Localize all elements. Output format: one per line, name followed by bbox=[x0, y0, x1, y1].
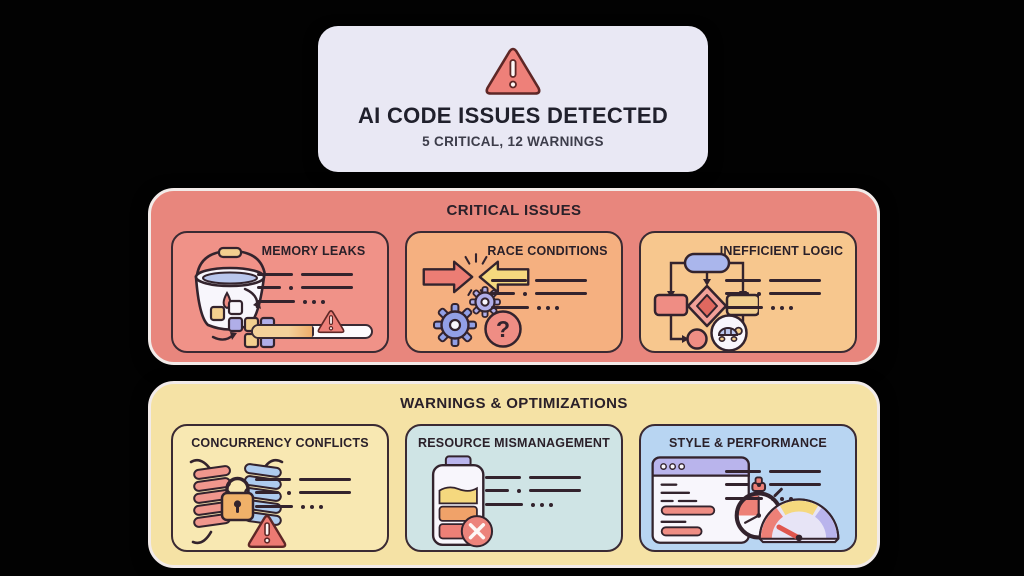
colliding-arrows-icon bbox=[422, 253, 530, 297]
large-gear-icon bbox=[433, 303, 477, 347]
speed-gauge-icon bbox=[758, 498, 840, 544]
warnings-optimizations-section: WARNINGS & OPTIMIZATIONS CONCURRENCY CON… bbox=[148, 381, 880, 568]
progress-fill bbox=[253, 326, 315, 337]
card-title: STYLE & PERFORMANCE bbox=[669, 436, 827, 450]
code-window-stopwatch-icon bbox=[651, 456, 783, 544]
warning-triangle-icon bbox=[485, 47, 541, 95]
placeholder-text-lines bbox=[491, 279, 607, 320]
warning-triangle-icon bbox=[247, 514, 287, 548]
critical-section-title: CRITICAL ISSUES bbox=[446, 202, 582, 219]
small-gear-icon bbox=[469, 286, 501, 318]
card-inefficient-logic: INEFFICIENT LOGIC bbox=[639, 231, 857, 353]
gears-question-icon: ? bbox=[433, 286, 522, 348]
svg-text:?: ? bbox=[496, 316, 510, 342]
question-circle-icon bbox=[484, 310, 522, 348]
card-title: MEMORY LEAKS bbox=[261, 244, 366, 258]
placeholder-text-lines bbox=[485, 476, 601, 517]
card-title: RESOURCE MISMANAGEMENT bbox=[418, 436, 610, 450]
placeholder-text-lines bbox=[255, 478, 371, 519]
card-resource-mismanagement: RESOURCE MISMANAGEMENT bbox=[405, 424, 623, 552]
card-race-conditions: RACE CONDITIONS bbox=[405, 231, 623, 353]
card-title: RACE CONDITIONS bbox=[487, 244, 608, 258]
alert-header-card: AI CODE ISSUES DETECTED 5 CRITICAL, 12 W… bbox=[318, 26, 708, 172]
padlock-shackle bbox=[225, 476, 250, 494]
warnings-section-title: WARNINGS & OPTIMIZATIONS bbox=[400, 395, 628, 412]
page-title: AI CODE ISSUES DETECTED bbox=[357, 103, 669, 128]
warning-triangle-icon bbox=[317, 310, 345, 334]
placeholder-text-lines bbox=[257, 273, 373, 314]
warnings-cards-row: CONCURRENCY CONFLICTS bbox=[171, 424, 857, 552]
memory-usage-progress-bar bbox=[251, 310, 373, 339]
issue-count-subtitle: 5 CRITICAL, 12 WARNINGS bbox=[422, 134, 604, 149]
card-concurrency-conflicts: CONCURRENCY CONFLICTS bbox=[171, 424, 389, 552]
placeholder-text-lines bbox=[725, 470, 841, 511]
card-style-performance: STYLE & PERFORMANCE bbox=[639, 424, 857, 552]
critical-issues-section: CRITICAL ISSUES MEMORY LEAKS bbox=[148, 188, 880, 365]
card-memory-leaks: MEMORY LEAKS bbox=[171, 231, 389, 353]
placeholder-text-lines bbox=[725, 279, 841, 320]
card-title: INEFFICIENT LOGIC bbox=[719, 244, 844, 258]
critical-cards-row: MEMORY LEAKS bbox=[171, 231, 857, 353]
battery-error-icon bbox=[431, 455, 494, 548]
tangled-threads-padlock-icon bbox=[189, 458, 287, 548]
card-title: CONCURRENCY CONFLICTS bbox=[191, 436, 369, 450]
